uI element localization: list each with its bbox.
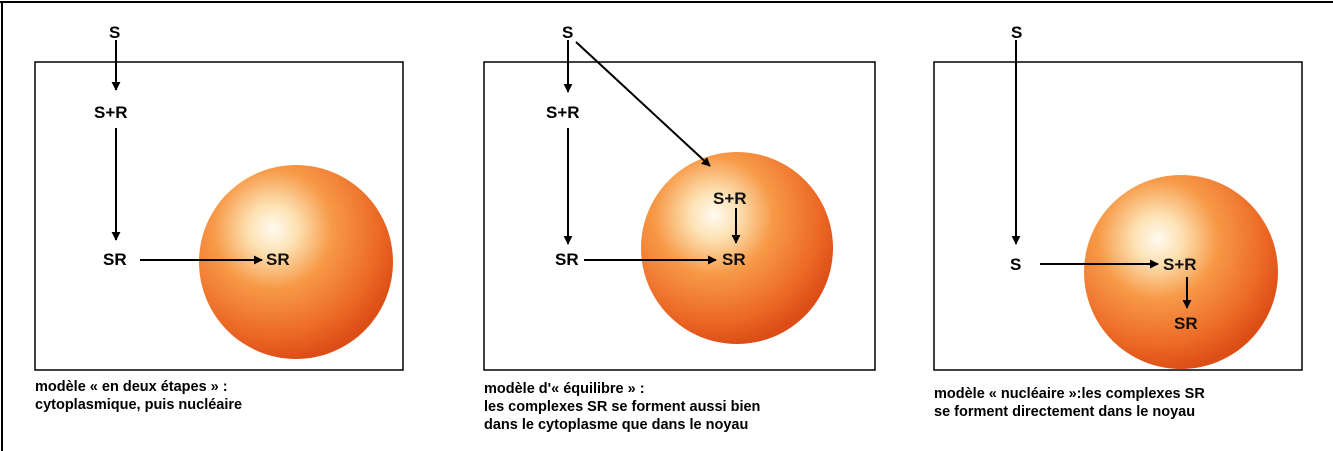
caption-two-step: modèle « en deux étapes » : cytoplasmiqu… (35, 378, 242, 414)
arrow-s-to-nucleus (575, 41, 711, 167)
cell-box (933, 61, 1303, 371)
caption-equilibrium: modèle d'« équilibre » : les complexes S… (484, 380, 760, 434)
caption-line: les complexes SR se forment aussi bien (484, 399, 761, 415)
label-sr-nucleus: SR (722, 250, 746, 269)
label-s: S (1011, 23, 1023, 42)
nucleus-circle (641, 152, 833, 344)
label-sr-nucleus: SR (1174, 314, 1198, 333)
caption-line: modèle « en deux étapes » : (35, 379, 228, 395)
panel-two-step-model (34, 40, 404, 371)
nucleus-circle (1084, 175, 1278, 369)
label-s-plus-r-nucleus: S+R (1163, 255, 1197, 274)
label-sr-cytoplasm: SR (555, 250, 579, 269)
label-s-cytoplasm: S (1010, 255, 1022, 274)
caption-line: dans le cytoplasme que dans le noyau (484, 417, 749, 433)
caption-line: se forment directement dans le noyau (934, 404, 1196, 420)
caption-line: cytoplasmique, puis nucléaire (35, 397, 243, 413)
nucleus-circle (199, 165, 393, 359)
label-s-plus-r: S+R (94, 103, 128, 122)
cell-box (483, 61, 876, 371)
label-s-plus-r: S+R (546, 103, 580, 122)
panel-equilibrium-model (483, 40, 876, 371)
panel-nuclear-model (933, 40, 1303, 371)
label-sr-cytoplasm: SR (103, 250, 127, 269)
label-s-plus-r-nucleus: S+R (713, 189, 747, 208)
label-sr-nucleus: SR (266, 250, 290, 269)
label-s: S (562, 23, 574, 42)
label-s: S (109, 23, 121, 42)
cell-box (34, 61, 404, 371)
caption-nuclear: modèle « nucléaire »:les complexes SR se… (934, 385, 1205, 421)
caption-line: modèle d'« équilibre » : (484, 381, 645, 397)
caption-line: modèle « nucléaire »:les complexes SR (934, 386, 1205, 402)
